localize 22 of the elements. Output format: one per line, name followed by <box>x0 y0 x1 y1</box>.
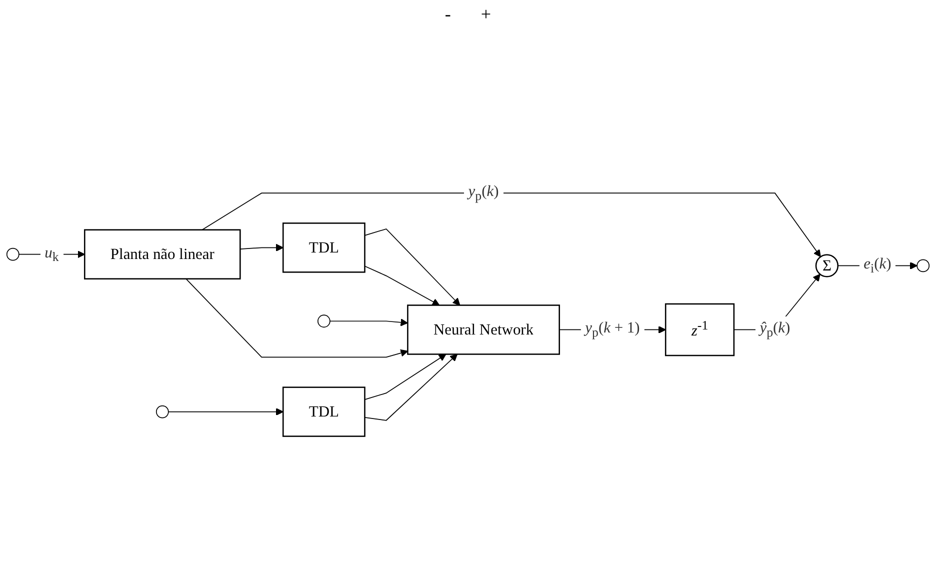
edge-label: ŷ$_{p}$(k) <box>760 318 790 340</box>
edge-label: y$_{p}$(k + 1) <box>585 318 640 340</box>
arrow <box>202 192 821 258</box>
arrow <box>168 408 284 416</box>
arrow <box>240 244 284 252</box>
edge-label: e$_{i}$(k) <box>864 254 892 276</box>
node-box: TDL <box>282 222 366 273</box>
sign-label: + <box>480 4 492 25</box>
arrow <box>186 278 408 358</box>
node-box: z$^{-1}$ <box>664 303 735 356</box>
sign-label: - <box>444 4 451 25</box>
node-circle: Σ <box>815 254 839 278</box>
node-box: Planta não linear <box>84 229 241 280</box>
arrow <box>364 354 446 400</box>
node-box: TDL <box>282 386 366 437</box>
node-box: Neural Network <box>407 304 560 355</box>
arrow <box>364 354 458 421</box>
arrow <box>330 318 408 326</box>
edge-label: y$_{p}$(k) <box>468 182 499 204</box>
edge-label: u$_{k}$ <box>44 244 59 265</box>
arrow <box>364 266 440 306</box>
arrow <box>364 228 460 306</box>
